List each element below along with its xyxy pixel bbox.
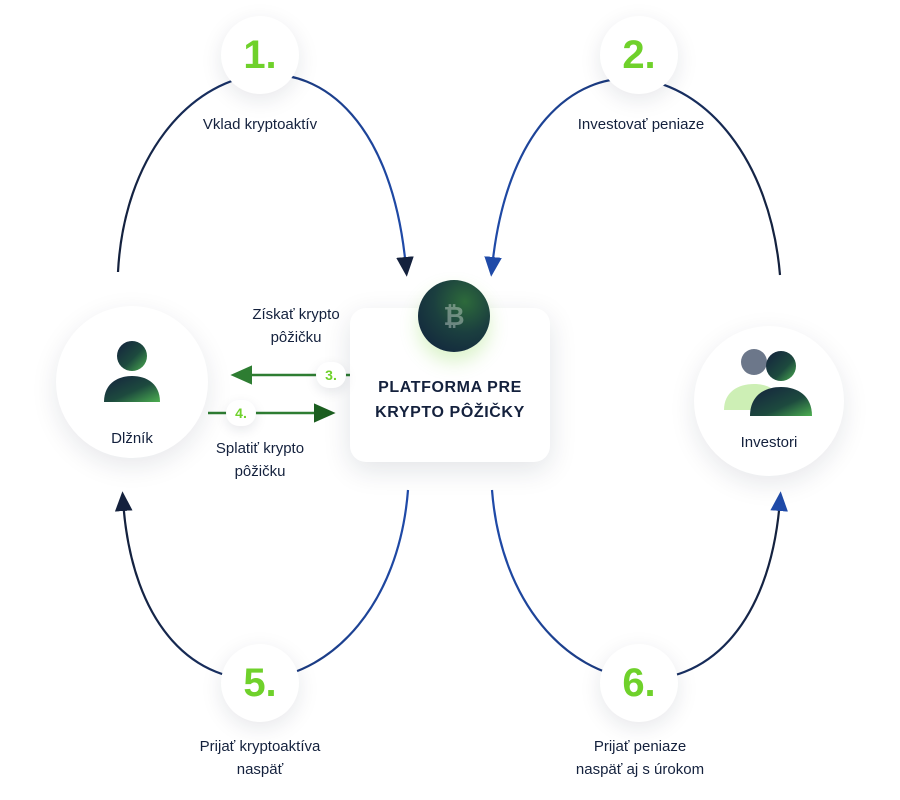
platform-card: PLATFORMA PRE KRYPTO PÔŽIČKY (350, 308, 550, 462)
step-4-badge: 4. (226, 400, 256, 426)
platform-title: PLATFORMA PRE KRYPTO PÔŽIČKY (350, 376, 550, 426)
step-3-label-line1: Získať krypto (252, 306, 340, 323)
step-6-label-line1: Prijať peniaze (593, 738, 687, 755)
step-6-label-line2: naspäť aj s úrokom (575, 760, 705, 778)
step-5-badge: 5. (221, 644, 299, 722)
step-3-label-line2: pôžičku (270, 328, 322, 346)
platform-title-line1: PLATFORMA PRE (378, 379, 522, 396)
step-4-label-line1: Splatiť krypto (215, 440, 305, 457)
bitcoin-coin-icon: ₿ (418, 280, 490, 352)
step-2-label: Investovať peniaze (577, 116, 705, 133)
step-1-badge: 1. (221, 16, 299, 94)
platform-title-line2: KRYPTO PÔŽIČKY (375, 403, 525, 421)
step-4-label: Splatiť krypto pôžičku (190, 438, 330, 483)
person-icon (104, 341, 160, 402)
step-3-badge: 3. (316, 362, 346, 388)
step-6-label: Prijať peniaze naspäť aj s úrokom (550, 736, 730, 781)
step-3-label: Získať krypto pôžičku (226, 304, 366, 349)
step-5-label-line1: Prijať kryptoaktíva (199, 738, 321, 755)
arrow-step-2 (484, 77, 782, 277)
borrower-card: Dlžník (56, 306, 208, 458)
arrow-step-1 (116, 73, 414, 277)
borrower-label: Dlžník (111, 430, 153, 447)
step-4-label-line2: pôžičku (234, 462, 286, 480)
step-6-badge: 6. (600, 644, 678, 722)
people-icon (724, 349, 812, 416)
step-5-label-line2: naspäť (236, 760, 284, 778)
investors-card: Investori (694, 326, 844, 476)
investors-label: Investori (740, 434, 798, 451)
step-5-label: Prijať kryptoaktíva naspäť (170, 736, 350, 781)
step-1-label: Vklad kryptoaktív (202, 116, 318, 133)
step-2-badge: 2. (600, 16, 678, 94)
